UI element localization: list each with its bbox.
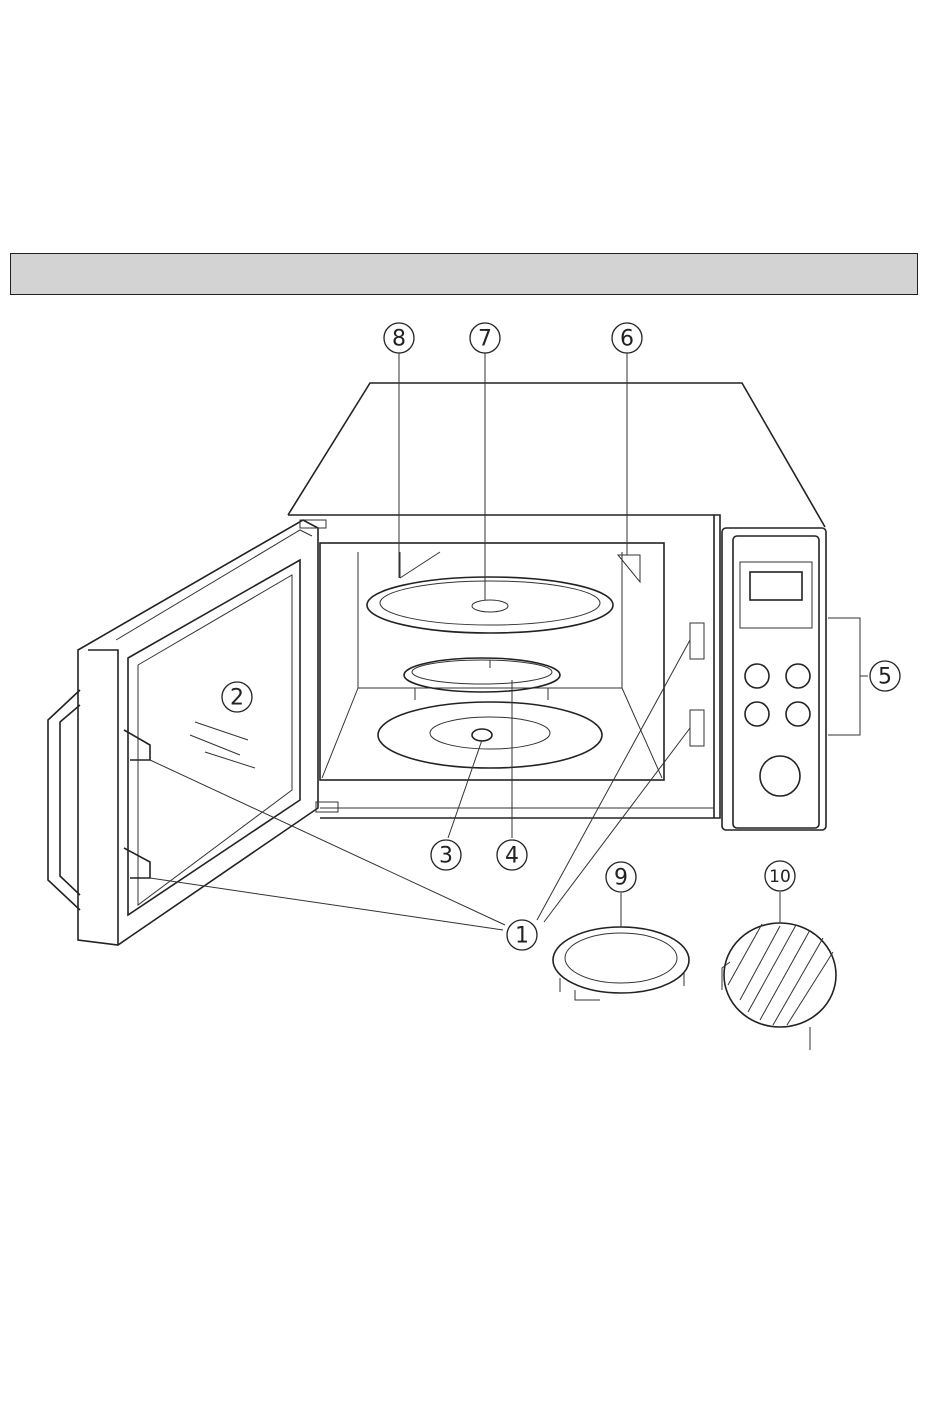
callout-5-label: 5	[878, 665, 892, 690]
callout-4: 4	[497, 840, 527, 870]
roller-ring	[404, 658, 560, 700]
control-button-icon	[786, 664, 810, 688]
control-button-icon	[745, 664, 769, 688]
callout-5: 5	[870, 661, 900, 691]
callout-8-label: 8	[392, 327, 406, 352]
callout-3-label: 3	[439, 844, 453, 869]
callout-2-label: 2	[230, 686, 244, 711]
control-button-icon	[786, 702, 810, 726]
callout-6: 6	[612, 323, 642, 353]
glass-turntable	[378, 702, 602, 768]
callout-1: 1	[507, 920, 537, 950]
callout-4-label: 4	[505, 844, 519, 869]
callout-6-label: 6	[620, 327, 634, 352]
control-button-icon	[745, 702, 769, 726]
accessory-rack-ring	[553, 927, 689, 1000]
callout-10: 10	[765, 861, 795, 891]
callout-8: 8	[384, 323, 414, 353]
callout-9-label: 9	[614, 866, 628, 891]
door	[48, 520, 338, 945]
control-panel	[722, 528, 868, 830]
accessory-grill-rack	[722, 923, 836, 1050]
leader-lines	[150, 353, 780, 930]
callout-2: 2	[222, 682, 252, 712]
control-knob-icon	[760, 756, 800, 796]
callout-10-label: 10	[769, 867, 791, 887]
callout-7-label: 7	[478, 327, 492, 352]
callout-7: 7	[470, 323, 500, 353]
upper-plate	[367, 577, 613, 633]
callout-1-label: 1	[515, 924, 529, 949]
coupling-icon	[472, 729, 492, 741]
callout-9: 9	[606, 862, 636, 892]
callout-3: 3	[431, 840, 461, 870]
